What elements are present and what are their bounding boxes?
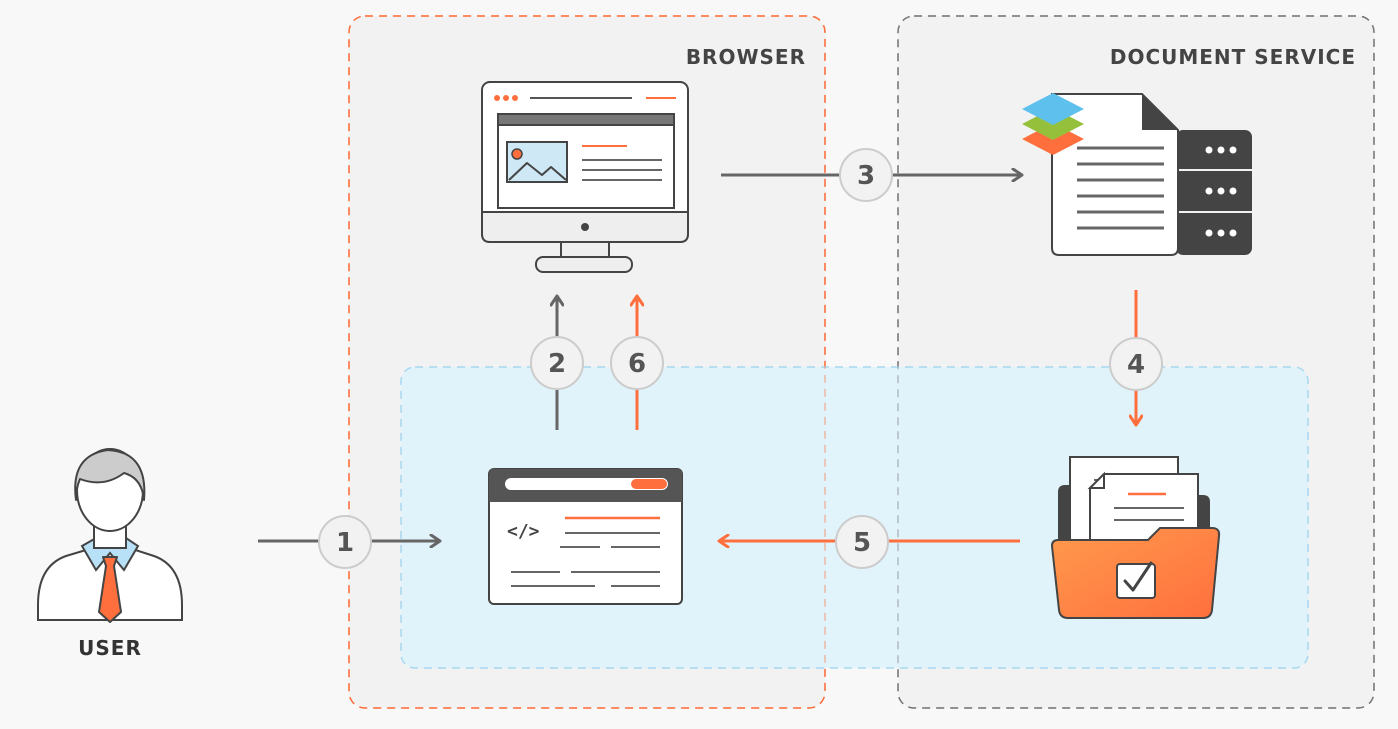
svg-text:1: 1	[336, 528, 354, 558]
svg-text:6: 6	[628, 349, 646, 379]
svg-text:4: 4	[1127, 350, 1145, 380]
layers-logo-icon	[1022, 93, 1084, 155]
monitor-icon	[481, 81, 689, 273]
code-window-icon: </>	[488, 468, 683, 605]
document-server-icon	[1051, 93, 1252, 256]
svg-text:</>: </>	[507, 521, 540, 542]
svg-text:3: 3	[857, 161, 875, 191]
step-4-badge: 4	[1109, 337, 1163, 391]
document-folder-icon	[1050, 456, 1221, 619]
user-icon	[37, 448, 183, 623]
browser-label: BROWSER	[686, 45, 806, 69]
step-3-badge: 3	[839, 148, 893, 202]
step-2-badge: 2	[530, 336, 584, 390]
document-service-label: DOCUMENT SERVICE	[1110, 45, 1356, 69]
svg-text:5: 5	[853, 528, 871, 558]
step-6-badge: 6	[610, 336, 664, 390]
step-1-badge: 1	[318, 515, 372, 569]
step-5-badge: 5	[835, 515, 889, 569]
svg-text:2: 2	[548, 349, 566, 379]
user-label: USER	[78, 636, 142, 660]
